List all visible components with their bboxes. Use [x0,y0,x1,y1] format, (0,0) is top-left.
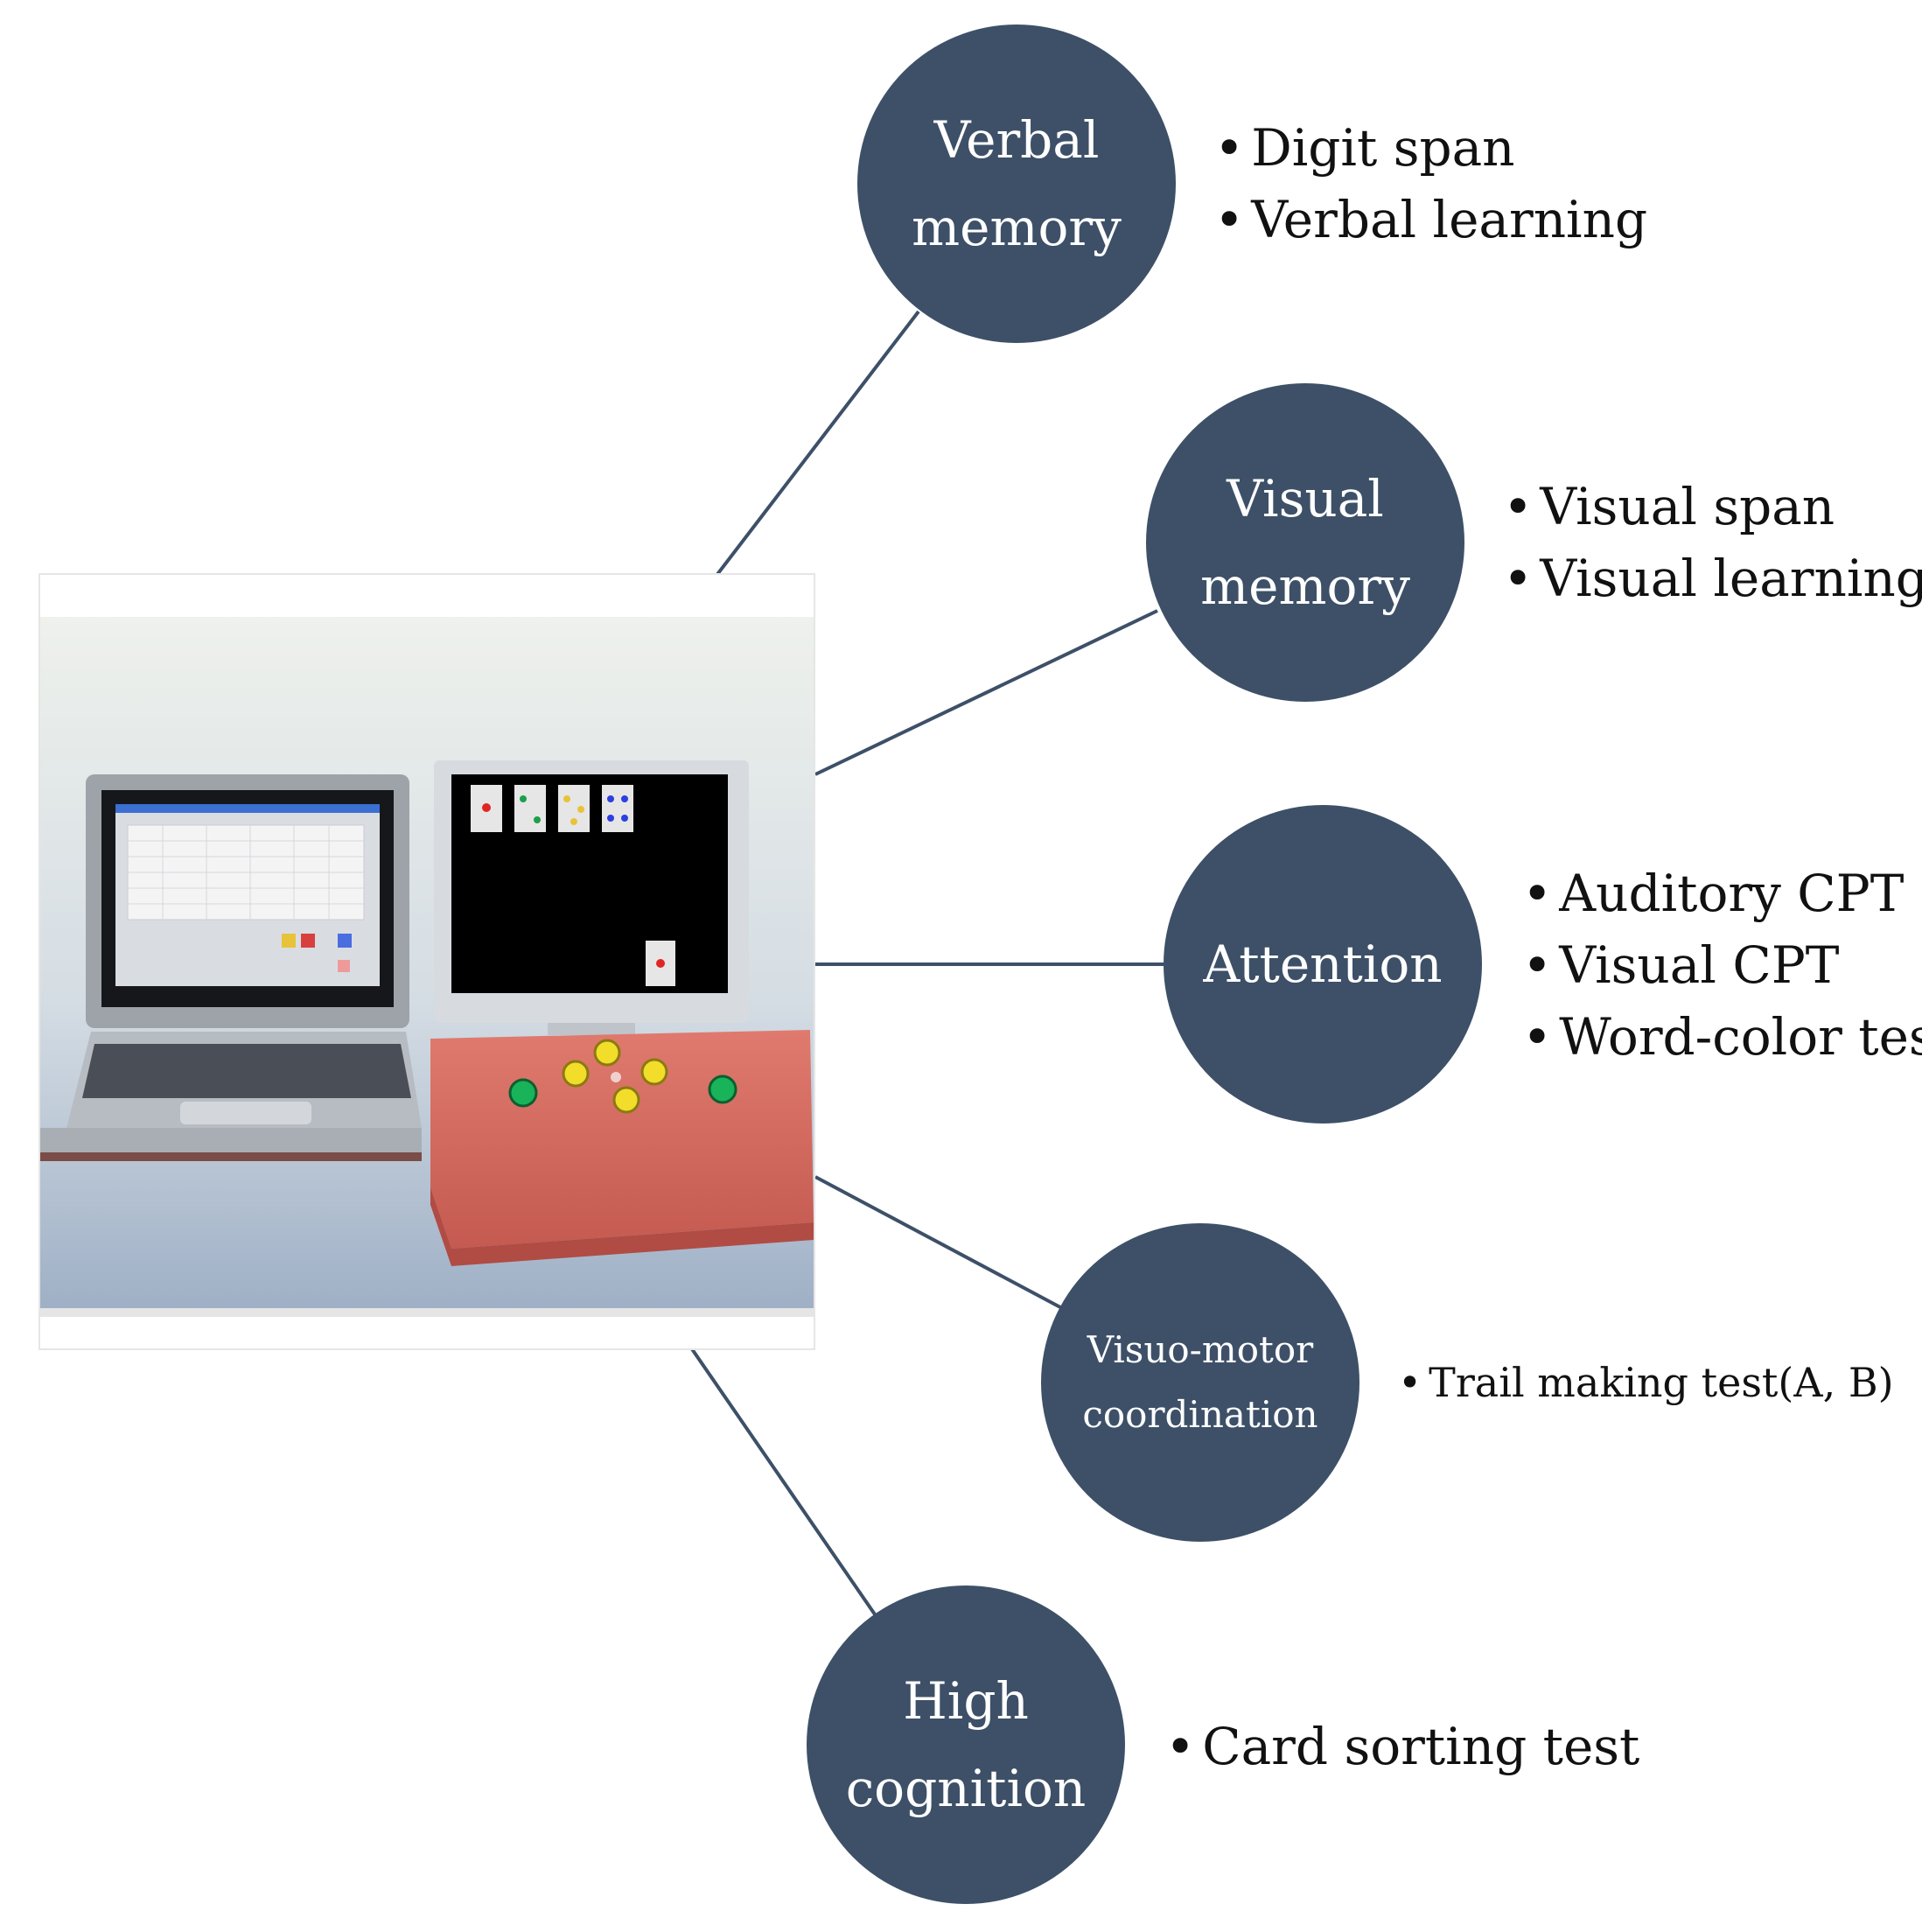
node-label: cognition [845,1759,1087,1818]
high-cognition-tests: Card sorting test [1165,1711,1639,1782]
verbal-memory-tests: Digit span Verbal learning [1214,112,1647,256]
node-label: Verbal [933,110,1100,170]
visual-memory-tests: Visual span Visual learning [1503,471,1922,614]
node-visuo-motor: Visuo-motor coordination [1041,1223,1359,1542]
list-item: Visual span [1503,471,1922,542]
node-attention: Attention [1164,805,1482,1124]
node-label: memory [1200,556,1410,616]
list-item: Verbal learning [1214,184,1647,256]
list-item: Word-color test [1522,1001,1922,1073]
list-item: Visual CPT [1522,929,1922,1001]
node-label: coordination [1082,1393,1318,1436]
connector-verbal-memory [705,310,920,590]
computer-test-apparatus-icon [40,617,814,1317]
list-item: Trail making test(A, B) [1398,1356,1893,1409]
node-label: memory [912,198,1122,257]
connector-high-cognition [677,1328,877,1616]
list-item: Card sorting test [1165,1711,1639,1782]
connector-visual-memory [814,609,1158,776]
list-item: Digit span [1214,112,1647,184]
list-item: Visual learning [1503,542,1922,614]
node-visual-memory: Visual memory [1146,383,1464,702]
node-label: Visual [1227,469,1384,528]
node-high-cognition: High cognition [807,1586,1125,1904]
computer-test-apparatus-image [38,573,815,1350]
list-item: Auditory CPT [1522,858,1922,929]
node-verbal-memory: Verbal memory [857,24,1176,343]
node-label: Attention [1203,934,1443,994]
node-label: Visuo-motor [1087,1328,1314,1371]
connector-visuo-motor [814,1175,1061,1309]
visuo-motor-tests: Trail making test(A, B) [1398,1356,1893,1409]
node-label: High [903,1671,1029,1731]
attention-tests: Auditory CPT Visual CPT Word-color test [1522,858,1922,1073]
